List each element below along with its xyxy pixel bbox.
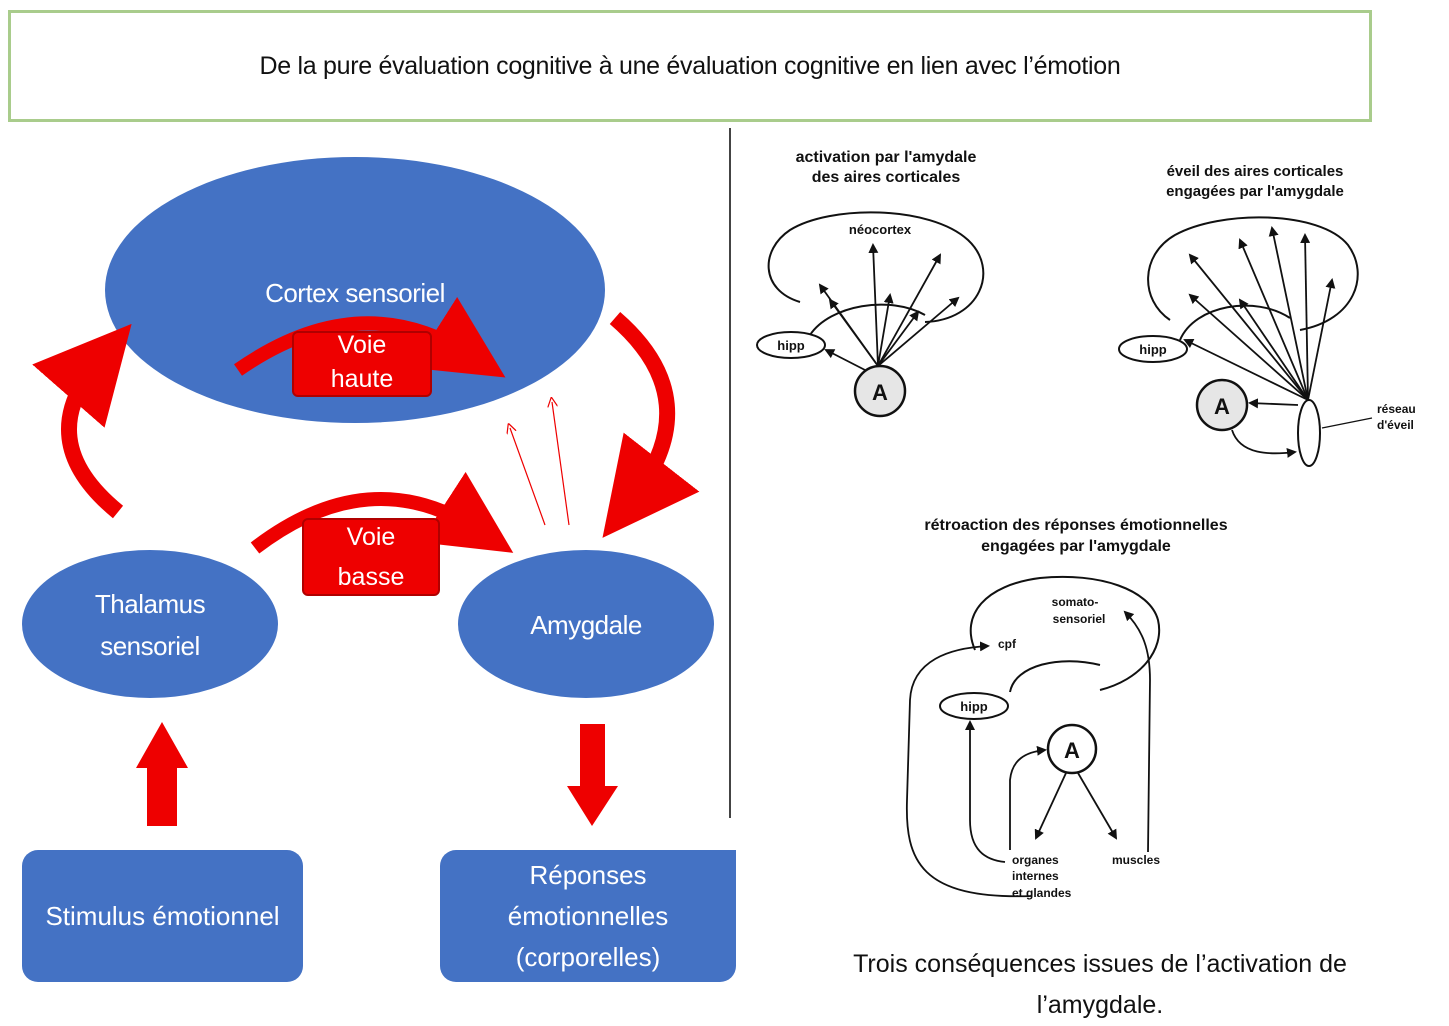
- thalamus-ellipse: [22, 550, 278, 698]
- voie-haute-arrow: [234, 297, 506, 378]
- amygdale-label: Amygdale: [530, 610, 642, 640]
- reponses-down-arrow: [567, 724, 618, 826]
- cortex-to-amygdale-arrow: [602, 311, 700, 538]
- thin-arrow-1: [510, 428, 546, 526]
- stimulus-label: Stimulus émotionnel: [45, 900, 280, 931]
- voie-basse-line-1: Voie: [346, 523, 396, 551]
- reponses-line-3: (corporelles): [515, 941, 661, 972]
- vertical-divider: [729, 128, 731, 818]
- voie-haute-line-2: haute: [330, 365, 394, 393]
- thalamus-to-cortex-arrow: [32, 323, 132, 519]
- stimulus-box: Stimulus émotionnel: [22, 850, 303, 982]
- thalamus-line-2: sensoriel: [100, 631, 200, 661]
- page-title: De la pure évaluation cognitive à une év…: [259, 51, 1121, 80]
- figure-caption: Trois conséquences issues de l’activatio…: [820, 944, 1380, 1026]
- reponses-line-2: émotionnelles: [507, 900, 669, 931]
- thin-arrow-2: [552, 402, 570, 526]
- caption-line-2: l’amygdale.: [1036, 991, 1164, 1019]
- voie-basse-arrow: [250, 471, 514, 554]
- cortex-label: Cortex sensoriel: [265, 278, 445, 308]
- voie-haute-line-1: Voie: [337, 331, 387, 359]
- voie-haute-label: Voie haute: [292, 331, 432, 397]
- voie-basse-line-2: basse: [337, 563, 405, 591]
- title-box: De la pure évaluation cognitive à une év…: [8, 10, 1372, 122]
- amygdale-ellipse: [458, 550, 714, 698]
- thalamus-line-1: Thalamus: [94, 589, 206, 619]
- thalamus-label: Thalamus sensoriel: [40, 583, 260, 667]
- voie-basse-label: Voie basse: [302, 518, 440, 596]
- stimulus-up-arrow: [136, 722, 188, 826]
- reponses-box: Réponses émotionnelles (corporelles): [440, 850, 736, 982]
- reponses-line-1: Réponses: [529, 859, 647, 890]
- caption-line-1: Trois conséquences issues de l’activatio…: [853, 950, 1347, 978]
